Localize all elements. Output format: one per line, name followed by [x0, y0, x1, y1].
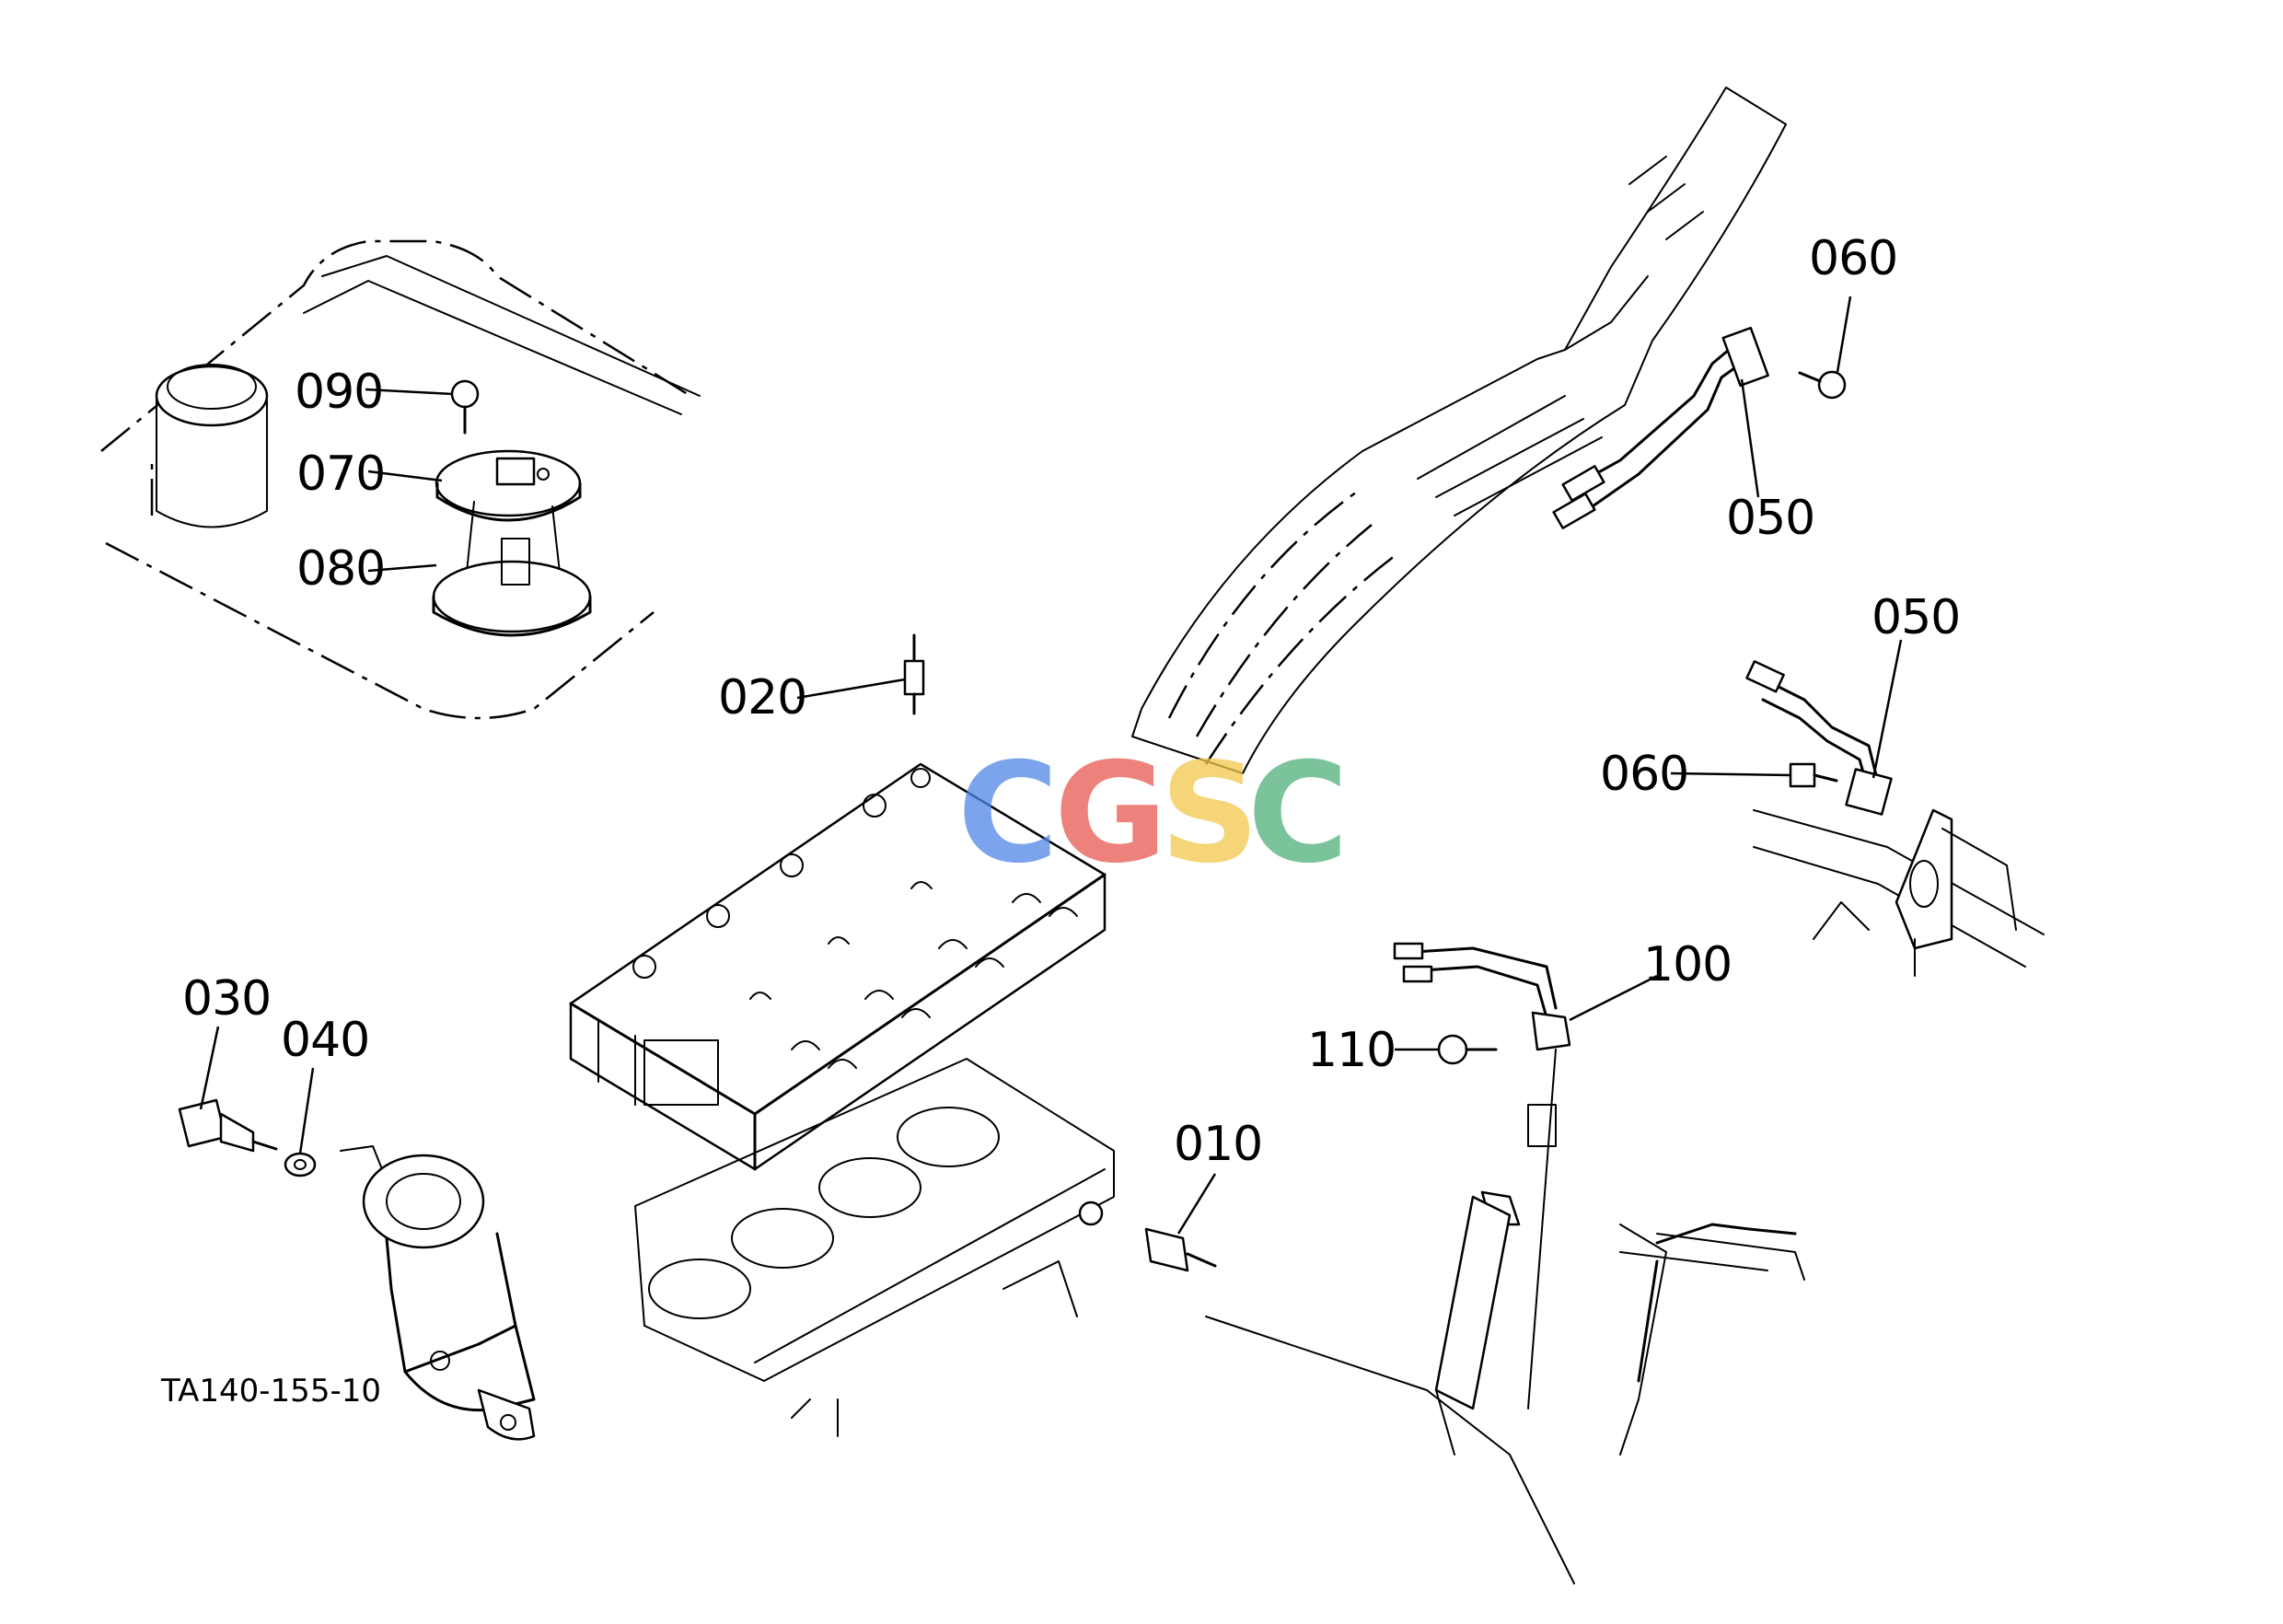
- callout-050-top: 050: [1726, 491, 1814, 546]
- callout-090: 090: [295, 365, 383, 420]
- callout-110: 110: [1307, 1023, 1396, 1078]
- callout-070: 070: [296, 447, 385, 502]
- engine-block: [634, 1058, 1115, 1437]
- steering-column: [1205, 1104, 1805, 1584]
- watermark-letter-c2: C: [1247, 734, 1349, 894]
- leader-lines: [199, 296, 1903, 1235]
- washer-040: [284, 1152, 317, 1177]
- callout-020: 020: [718, 670, 806, 725]
- safety-switch-050-right: [1745, 660, 1893, 816]
- glow-plug-020: [903, 633, 925, 715]
- fuel-gauge-unit: [432, 449, 592, 637]
- reference-code: TA140-155-10: [160, 1373, 381, 1409]
- watermark-letter-c1: C: [957, 734, 1059, 894]
- frame-bracket: [1131, 87, 1787, 774]
- callout-050-right: 050: [1872, 590, 1960, 645]
- callout-040: 040: [281, 1013, 369, 1068]
- hand-lever: [1637, 1223, 1797, 1383]
- bolt-060-right: [1789, 762, 1838, 788]
- switch-110: [1437, 1034, 1498, 1065]
- fuel-tank-outline: [100, 239, 701, 720]
- callout-030: 030: [182, 971, 271, 1027]
- watermark-letter-g: G: [1054, 734, 1167, 894]
- bolt-060-top: [1798, 370, 1847, 400]
- fuel-filler-neck: [155, 364, 269, 528]
- callout-labels: 090 070 080 020 030 040 010 060 050 050 …: [160, 231, 1961, 1409]
- callout-060-right: 060: [1600, 747, 1688, 802]
- watermark-letter-s: S: [1160, 734, 1259, 894]
- screw-090: [450, 379, 480, 435]
- safety-switch-050-top: [1552, 326, 1769, 529]
- switch-harness-100: [1393, 942, 1571, 1409]
- pedal-shaft-detail: [1753, 808, 2045, 977]
- oil-pressure-switch-010: [1078, 1201, 1217, 1272]
- callout-100: 100: [1643, 937, 1732, 992]
- cgsc-watermark: C G S C: [957, 734, 1349, 894]
- callout-080: 080: [296, 541, 385, 597]
- callout-010: 010: [1174, 1117, 1262, 1172]
- cylinder-head: [569, 762, 1107, 1171]
- callout-060-top: 060: [1809, 231, 1897, 286]
- water-temp-sensor-030: [178, 1098, 278, 1153]
- thermostat-housing: [340, 1145, 536, 1441]
